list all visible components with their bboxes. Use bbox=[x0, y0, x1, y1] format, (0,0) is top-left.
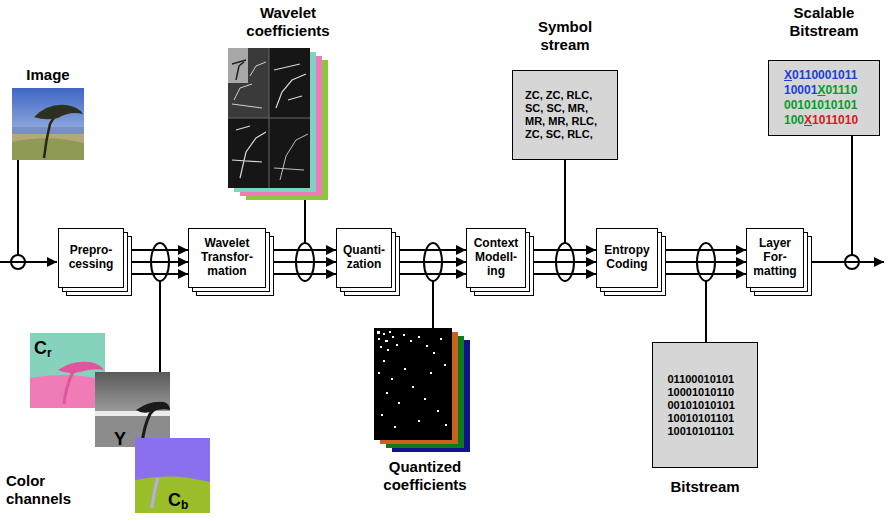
tap-lines-part bbox=[851, 134, 853, 255]
arrow-line bbox=[274, 273, 336, 275]
data-text-part: X bbox=[817, 83, 825, 97]
triple-arrow bbox=[132, 250, 188, 274]
arrow-line bbox=[400, 261, 466, 263]
tap-lines-part bbox=[304, 200, 306, 243]
process-box: Wavelet Transfor- mation bbox=[188, 228, 266, 288]
text-label: Color channels bbox=[6, 472, 86, 508]
text-label-part: b bbox=[181, 498, 188, 512]
text-label: Image bbox=[12, 66, 84, 84]
data-text-part: X bbox=[784, 68, 792, 82]
text-label: Wavelet coefficients bbox=[233, 4, 343, 40]
triple-arrow bbox=[274, 250, 336, 274]
text-label: Quantized coefficients bbox=[370, 458, 480, 494]
bundle-markers-part bbox=[845, 255, 859, 269]
photo-image-part bbox=[34, 105, 83, 120]
wavelet-stack-part bbox=[232, 60, 246, 80]
process-box: Prepro- cessing bbox=[58, 228, 124, 288]
triple-arrow bbox=[400, 250, 466, 274]
color-channels-part bbox=[135, 476, 210, 513]
box-label: Context Modell- ing bbox=[470, 237, 522, 278]
tap-lines-part bbox=[432, 281, 434, 328]
data-text: ZC, ZC, RLC, SC, SC, MR, MR, MR, RLC, ZC… bbox=[525, 89, 605, 141]
text-label: Cb bbox=[168, 489, 188, 511]
data-text-part: 1011010 bbox=[812, 113, 858, 127]
quantized-stack-part bbox=[377, 331, 447, 428]
data-text-part: X bbox=[804, 113, 812, 127]
data-text: X0110001011 10001X01110 00101010101 100X… bbox=[784, 68, 864, 128]
io-arrows-part bbox=[812, 261, 884, 263]
color-channels-part bbox=[95, 411, 170, 416]
color-channels bbox=[30, 333, 210, 513]
wavelet-stack-part bbox=[228, 48, 310, 188]
color-channels-part bbox=[136, 402, 170, 413]
arrow-line bbox=[534, 273, 596, 275]
color-channels-part bbox=[152, 478, 158, 508]
arrow-line bbox=[400, 273, 466, 275]
color-channels-part bbox=[30, 333, 105, 408]
arrow-line bbox=[666, 273, 746, 275]
box-label: Layer For- matting bbox=[750, 237, 800, 278]
arrow-line bbox=[534, 261, 596, 263]
arrow-line bbox=[132, 249, 188, 251]
process-box: Context Modell- ing bbox=[466, 228, 526, 288]
color-channels-part bbox=[135, 438, 210, 513]
wavelet-stack-part bbox=[228, 48, 310, 188]
wavelet-stack-part bbox=[274, 134, 308, 180]
process-box: Quanti- zation bbox=[336, 228, 392, 288]
arrow-line bbox=[132, 273, 188, 275]
arrow-line bbox=[534, 249, 596, 251]
arrow-line bbox=[274, 249, 336, 251]
quantized-stack bbox=[374, 328, 470, 452]
color-channels-part bbox=[95, 372, 170, 447]
panel-heading: Scalable Bitstream bbox=[764, 4, 884, 40]
panel-heading: Bitstream bbox=[646, 478, 764, 496]
bundle-markers-part bbox=[11, 255, 25, 269]
text-label: Cr bbox=[34, 337, 52, 359]
data-text: 01100010101 10001010110 00101010101 1001… bbox=[668, 373, 743, 438]
bundle-markers bbox=[11, 243, 859, 281]
photo-image-part bbox=[12, 88, 84, 160]
data-box: ZC, ZC, RLC, SC, SC, MR, MR, MR, RLC, ZC… bbox=[512, 70, 618, 160]
wavelet-stack-part bbox=[232, 62, 266, 108]
box-label: Entropy Coding bbox=[600, 244, 654, 272]
wavelet-stack bbox=[228, 48, 328, 200]
tap-lines-part bbox=[159, 281, 161, 372]
quantized-stack-part bbox=[374, 328, 452, 440]
process-box: Layer For- matting bbox=[746, 228, 804, 288]
wavelet-stack-part bbox=[232, 126, 266, 178]
triple-arrow bbox=[666, 250, 746, 274]
data-box: 01100010101 10001010110 00101010101 1001… bbox=[652, 342, 758, 468]
photo-image-part bbox=[12, 138, 84, 160]
wavelet-stack-part bbox=[228, 48, 269, 118]
box-label: Quanti- zation bbox=[340, 244, 388, 272]
arrow-line bbox=[400, 249, 466, 251]
text-label: Y bbox=[114, 428, 126, 450]
arrow-line bbox=[274, 261, 336, 263]
arrow-line bbox=[666, 249, 746, 251]
tap-lines bbox=[18, 134, 852, 372]
wavelet-stack-part bbox=[228, 48, 248, 83]
process-box: Entropy Coding bbox=[596, 228, 658, 288]
tap-lines-part bbox=[705, 281, 707, 342]
panel-heading: Symbol stream bbox=[525, 18, 605, 54]
box-label: Wavelet Transfor- mation bbox=[192, 237, 262, 278]
color-channels-part bbox=[58, 362, 104, 373]
arrow-line bbox=[132, 261, 188, 263]
io-arrows-part bbox=[0, 261, 57, 263]
text-label-part: r bbox=[47, 346, 52, 360]
data-box: X0110001011 10001X01110 00101010101 100X… bbox=[768, 60, 880, 136]
box-label: Prepro- cessing bbox=[62, 244, 120, 272]
wavelet-stack-part bbox=[274, 64, 306, 108]
tap-lines-part bbox=[564, 160, 566, 243]
arrow-line bbox=[666, 261, 746, 263]
triple-arrow bbox=[534, 250, 596, 274]
photo-image bbox=[12, 88, 84, 160]
tap-lines-part bbox=[17, 160, 19, 255]
